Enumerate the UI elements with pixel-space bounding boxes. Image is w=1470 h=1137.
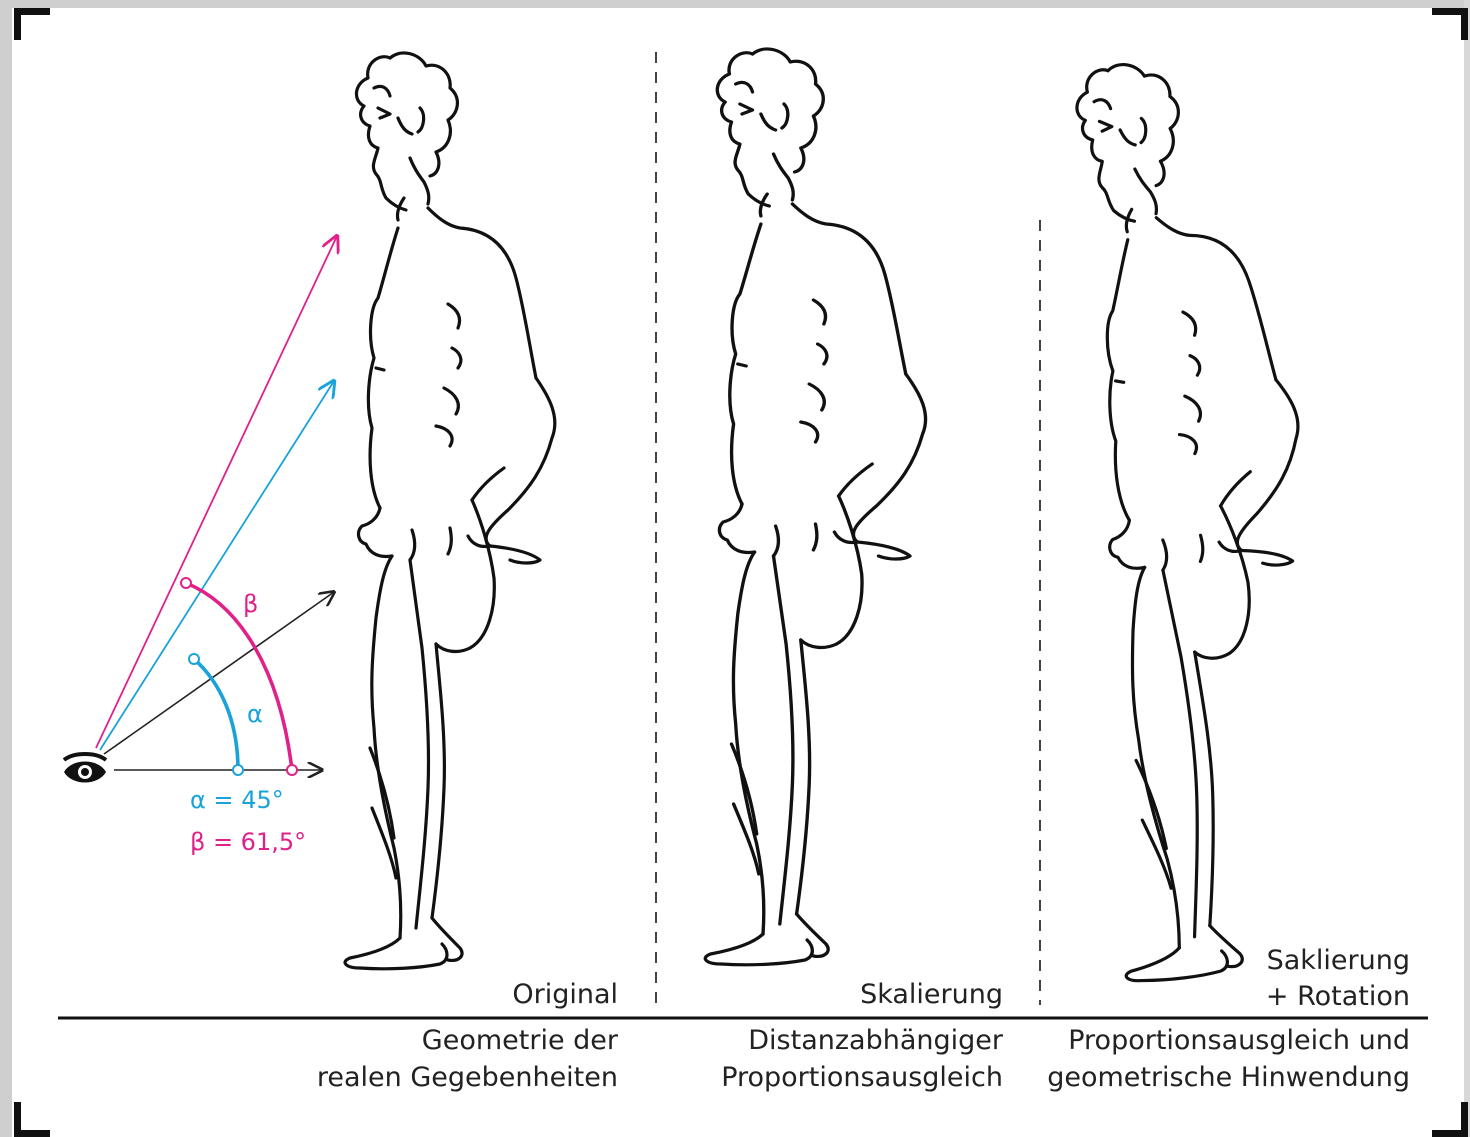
alpha-value-text: α = 45° [190,786,284,814]
beta-value-text: β = 61,5° [190,828,306,856]
caption-rotated-line2: geometrische Hinwendung [1047,1059,1410,1096]
arc-beta-end [287,765,297,775]
arc-alpha-start [189,654,199,664]
figure-scaled [705,49,925,965]
figure-original [345,53,555,969]
alpha-symbol: α [247,700,263,728]
sightline-center [104,592,334,754]
label-original: Original [512,976,618,1013]
arc-beta [186,583,292,770]
beta-symbol: β [243,590,258,618]
arc-beta-start [181,578,191,588]
caption-original-line2: realen Gegebenheiten [317,1059,618,1096]
label-rotation: + Rotation [1266,978,1410,1015]
eye-icon [64,754,106,783]
caption-scaled-line1: Distanzabhängiger [748,1022,1003,1059]
figure-rotated [1063,54,1336,982]
caption-rotated-line1: Proportionsausgleich und [1068,1022,1410,1059]
label-skalierung: Skalierung [860,976,1003,1013]
caption-scaled-line2: Proportionsausgleich [721,1059,1003,1096]
arc-alpha-end [233,765,243,775]
caption-original-line1: Geometrie der [422,1022,618,1059]
label-saklierung: Saklierung [1267,942,1410,979]
sightline-beta [96,236,337,748]
sightline-alpha [100,381,334,750]
